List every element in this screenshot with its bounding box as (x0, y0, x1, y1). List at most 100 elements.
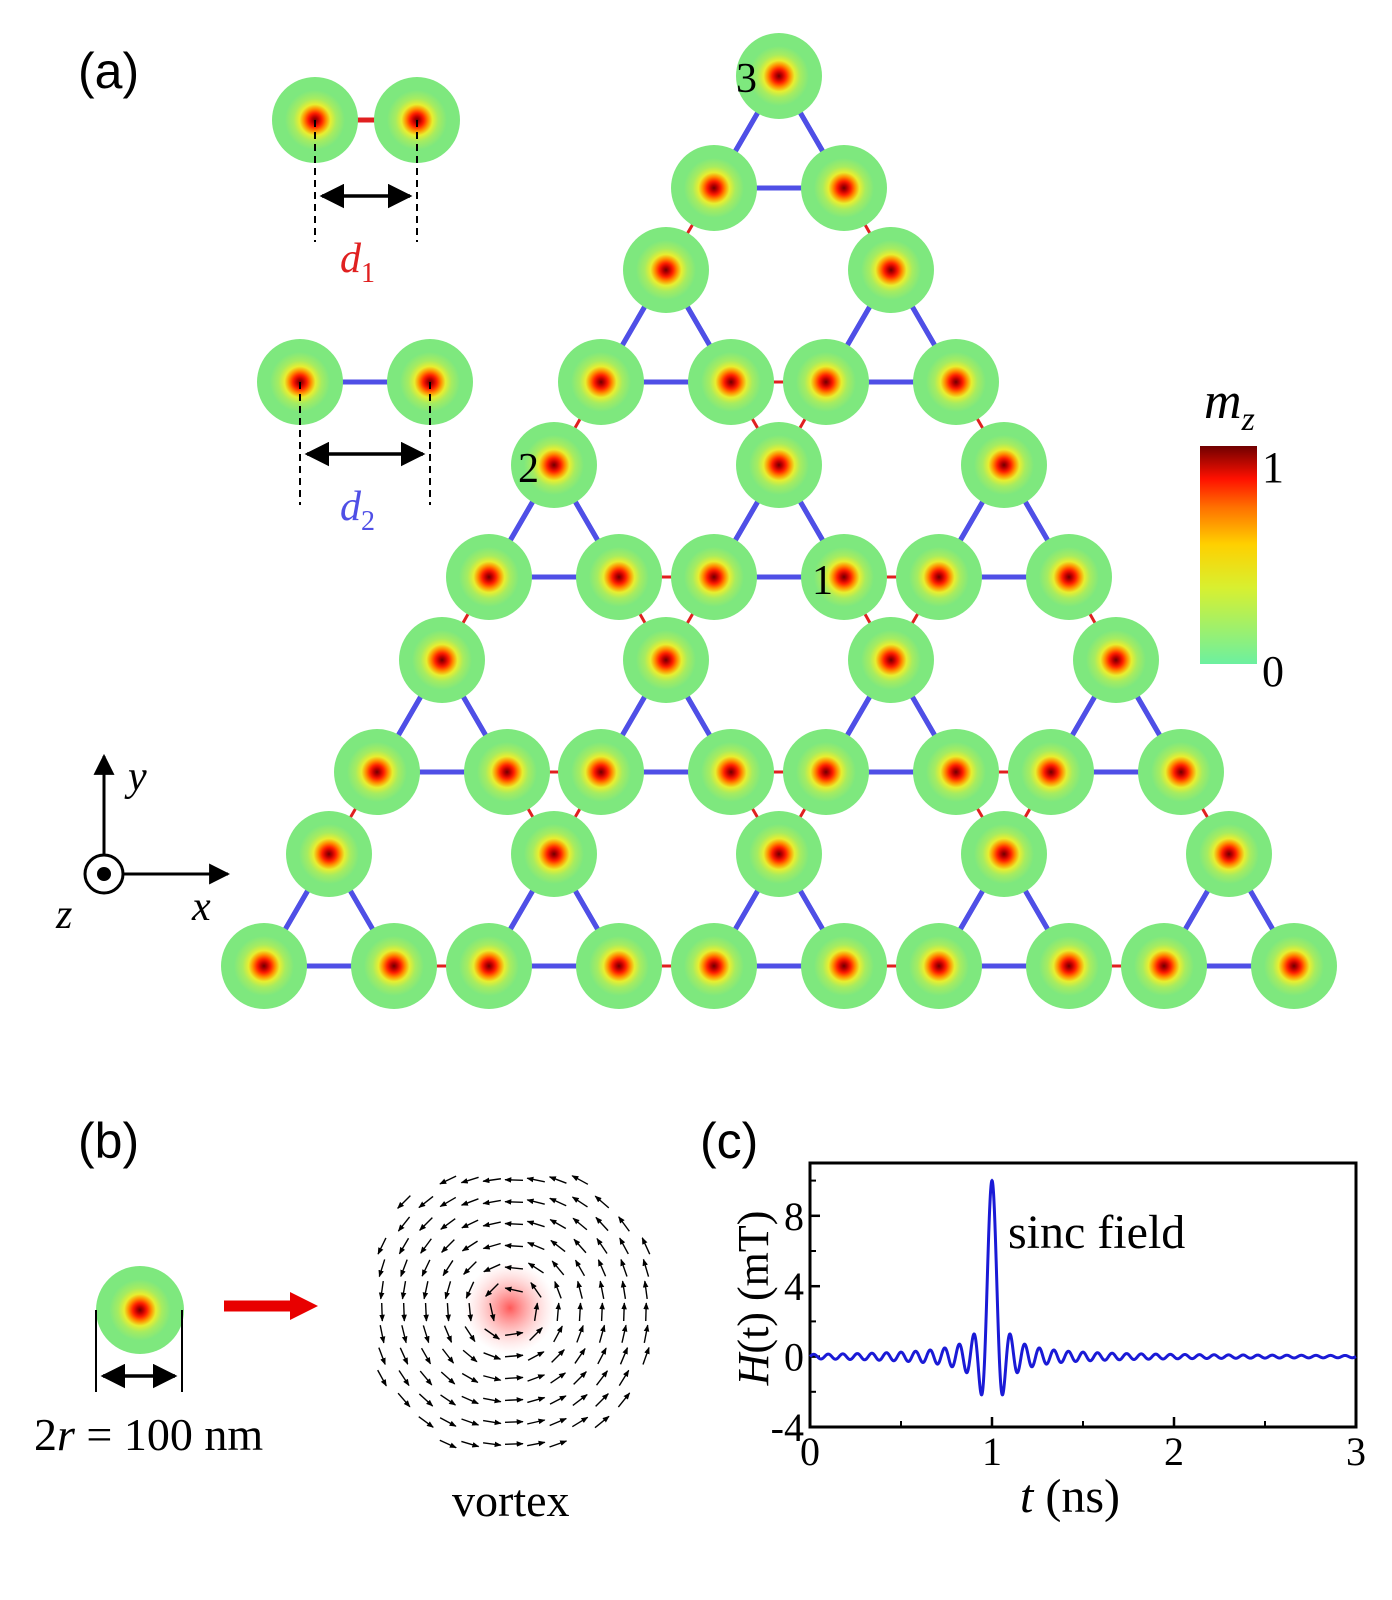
vortex-arrow (642, 1258, 650, 1277)
lattice-disk (558, 339, 644, 425)
vortex-arrow (597, 1259, 607, 1277)
vortex-arrow (550, 1372, 566, 1384)
vortex-arrow (555, 1302, 562, 1322)
vortex-arrow (482, 1441, 502, 1448)
vortex-arrow (527, 1440, 546, 1447)
vortex-arrow (442, 1260, 454, 1277)
vortex-arrow (572, 1217, 588, 1231)
vortex-arrow (377, 1369, 387, 1387)
lattice-disk (351, 923, 437, 1009)
site-label-1: 1 (812, 558, 833, 604)
lattice-disk (848, 617, 934, 703)
vortex-arrow (400, 1281, 407, 1300)
vortex-arrow (572, 1393, 588, 1407)
coordinate-axes: y x z (55, 753, 231, 938)
vortex-core (464, 1262, 556, 1354)
vortex-arrow (573, 1238, 587, 1254)
y-axis-label: y (124, 754, 147, 800)
vortex-arrow (504, 1419, 524, 1425)
vortex-arrow (548, 1176, 567, 1184)
d2-label: d2 (340, 484, 375, 537)
panel-a-label: (a) (78, 43, 139, 99)
vortex-arrow (643, 1302, 649, 1322)
vortex-arrow (482, 1199, 501, 1206)
vortex-arrow (594, 1195, 610, 1209)
vortex-arrow (504, 1397, 524, 1403)
lattice-disk (576, 923, 662, 1009)
vortex-arrow (443, 1325, 453, 1343)
vortex-arrow (621, 1324, 628, 1343)
vortex-arrow (439, 1417, 457, 1427)
transform-arrow-head (290, 1292, 318, 1320)
vortex-arrow (617, 1392, 631, 1408)
lattice-disk (1026, 534, 1112, 620)
lattice-disk (623, 227, 709, 313)
vortex-arrow (533, 1302, 540, 1322)
lattice-disk (446, 534, 532, 620)
vortex-arrow (444, 1281, 452, 1300)
lattice-disk (801, 534, 887, 620)
lattice-disk (848, 227, 934, 313)
plot-frame (808, 1161, 1358, 1429)
vortex-arrow (461, 1240, 478, 1252)
lattice-disk (1138, 729, 1224, 815)
vortex-arrow (482, 1242, 501, 1250)
vortex-arrow (554, 1280, 562, 1299)
vortex-arrow (576, 1324, 584, 1343)
y-tick-label: 8 (784, 1194, 804, 1239)
vortex-arrow (598, 1280, 605, 1299)
vortex-label: vortex (452, 1475, 570, 1526)
panel-b-label: (b) (78, 1113, 139, 1169)
vortex-arrow (482, 1221, 501, 1228)
vortex-arrow (397, 1195, 411, 1209)
vortex-arrow (527, 1396, 546, 1404)
vortex-arrow (598, 1324, 606, 1343)
vortex-arrow (596, 1237, 608, 1254)
lattice-disk (913, 729, 999, 815)
x-axis-label: x (191, 884, 211, 930)
vortex-arrow (400, 1259, 408, 1278)
lattice-disk (334, 729, 420, 815)
vortex-arrow (549, 1197, 567, 1207)
x-tick-label: 3 (1346, 1429, 1366, 1474)
vortex-arrow (595, 1216, 609, 1232)
vortex-arrow (419, 1370, 433, 1386)
lattice-disk (576, 534, 662, 620)
y-tick-label: 4 (784, 1264, 804, 1309)
lattice-disk (801, 145, 887, 231)
vortex-arrow (526, 1198, 545, 1205)
vortex-arrow (418, 1393, 434, 1407)
vortex-arrow (571, 1175, 589, 1185)
vortex-arrow (439, 1196, 457, 1208)
lattice-disk (671, 923, 757, 1009)
lattice-disk (961, 811, 1047, 897)
lattice-disk (896, 923, 982, 1009)
vortex-arrow (549, 1395, 567, 1405)
panel-b: (b) 2r = 100 nm vortex (34, 1113, 651, 1526)
vortex-arrow (529, 1327, 543, 1341)
vortex-arrow (620, 1258, 628, 1277)
y-tick-label: 0 (784, 1335, 804, 1380)
vortex-arrow (422, 1281, 429, 1300)
vortex-arrow (527, 1351, 545, 1361)
vortex-arrow (445, 1302, 451, 1322)
vortex-arrow (549, 1440, 568, 1448)
lattice-disk (464, 729, 550, 815)
vortex-arrow (379, 1325, 386, 1344)
lattice-disk (688, 339, 774, 425)
lattice-disk (736, 811, 822, 897)
colorbar: mz 1 0 (1200, 373, 1284, 696)
vortex-arrow (421, 1259, 431, 1277)
z-axis-dot (97, 867, 111, 881)
vortex-arrow (597, 1347, 607, 1365)
vortex-arrow (467, 1302, 474, 1322)
vortex-arrow (504, 1243, 524, 1249)
vortex-arrow (463, 1261, 477, 1275)
colorbar-min-label: 0 (1262, 647, 1284, 696)
lattice-disk (623, 617, 709, 703)
vortex-arrow (599, 1302, 605, 1322)
vortex-arrow (441, 1348, 455, 1364)
lattice-disks (221, 33, 1337, 1009)
size-label: 2r = 100 nm (34, 1409, 263, 1460)
